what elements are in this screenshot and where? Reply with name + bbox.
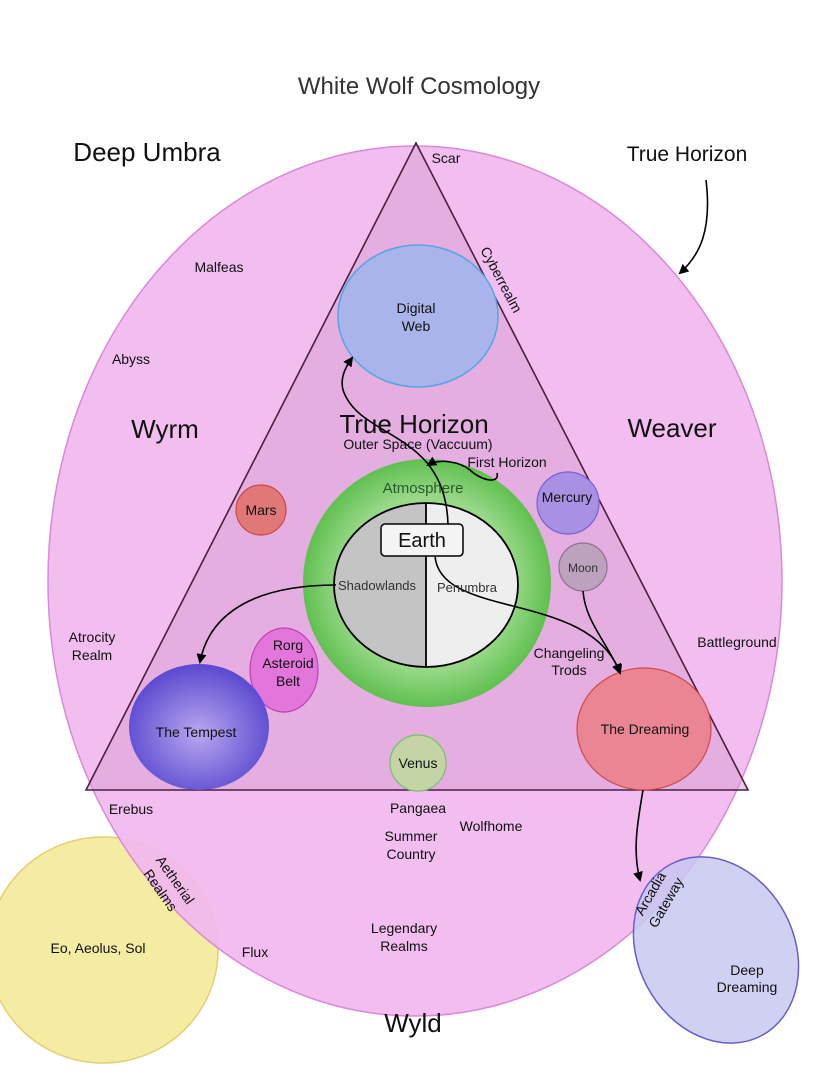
- label-deep-umbra: Deep Umbra: [73, 137, 221, 167]
- earth-box: [380, 523, 464, 557]
- label-malfeas: Malfeas: [194, 259, 243, 275]
- label-web: Web: [402, 318, 431, 334]
- digital-web-arrow: [341, 356, 449, 525]
- label-flux: Flux: [242, 944, 268, 960]
- label-battleground: Battleground: [697, 634, 776, 650]
- tempest-circle: [129, 664, 269, 790]
- label-weaver: Weaver: [627, 413, 716, 443]
- label-changeling: Changeling: [534, 645, 605, 661]
- true-horizon-arrow: [678, 179, 709, 275]
- label-earth: Earth: [398, 530, 446, 552]
- label-first-horizon: First Horizon: [467, 454, 546, 470]
- label-wolfhome: Wolfhome: [460, 818, 523, 834]
- penumbra-dreaming-arrow: [434, 555, 622, 675]
- label-venus: Venus: [399, 755, 438, 771]
- label-wyrm: Wyrm: [131, 414, 199, 444]
- label-deep-dreaming: Dreaming: [717, 979, 778, 995]
- label-penumbra: Penumbra: [437, 580, 498, 595]
- label-dreaming: The Dreaming: [601, 721, 690, 737]
- dreaming-arcadia-arrow: [633, 789, 644, 882]
- label-realms: Realms: [380, 938, 427, 954]
- label-pangaea: Pangaea: [390, 800, 446, 816]
- label-summer: Summer: [385, 828, 438, 844]
- label-atrocity: Atrocity: [69, 629, 116, 645]
- label-tempest: The Tempest: [156, 724, 237, 740]
- mars-circle: [235, 484, 287, 536]
- label-country: Country: [386, 846, 435, 862]
- label-abyss: Abyss: [112, 351, 150, 367]
- label-true-horizon-outer: True Horizon: [627, 143, 748, 166]
- label-rorg: Rorg: [273, 637, 303, 653]
- label-trods: Trods: [551, 662, 586, 678]
- label-moon: Moon: [568, 561, 598, 575]
- label-outer-space: Outer Space (Vaccuum): [343, 436, 492, 452]
- label-atmosphere: Atmosphere: [383, 480, 464, 497]
- label-scar: Scar: [432, 150, 461, 166]
- label-mars: Mars: [245, 502, 276, 518]
- label-digital: Digital: [397, 300, 436, 316]
- label-legendary: Legendary: [371, 920, 437, 936]
- digital-web-circle: [337, 244, 499, 388]
- mercury-circle: [536, 471, 600, 535]
- diagram-title: White Wolf Cosmology: [298, 73, 540, 100]
- label-wyld: Wyld: [384, 1008, 442, 1038]
- label-deep: Deep: [730, 962, 764, 978]
- label-eo-aeolus-sol: Eo, Aeolus, Sol: [51, 940, 146, 956]
- label-erebus: Erebus: [109, 801, 153, 817]
- first-horizon-arrow: [426, 456, 498, 481]
- label-shadowlands: Shadowlands: [338, 578, 417, 593]
- label-mercury: Mercury: [542, 489, 593, 505]
- venus-circle: [389, 734, 447, 792]
- dreaming-circle: [576, 667, 712, 791]
- moon-dreaming-arrow: [582, 590, 622, 674]
- label-true-horizon-inner: True Horizon: [339, 409, 488, 439]
- shadowlands-tempest-arrow: [196, 584, 337, 664]
- rorg-asteroid-belt: [249, 627, 319, 713]
- label-belt: Belt: [276, 673, 300, 689]
- label-atrocity-realm: Realm: [72, 647, 112, 663]
- label-asteroid: Asteroid: [262, 655, 313, 671]
- deep-dreaming-ellipse: [632, 856, 800, 1044]
